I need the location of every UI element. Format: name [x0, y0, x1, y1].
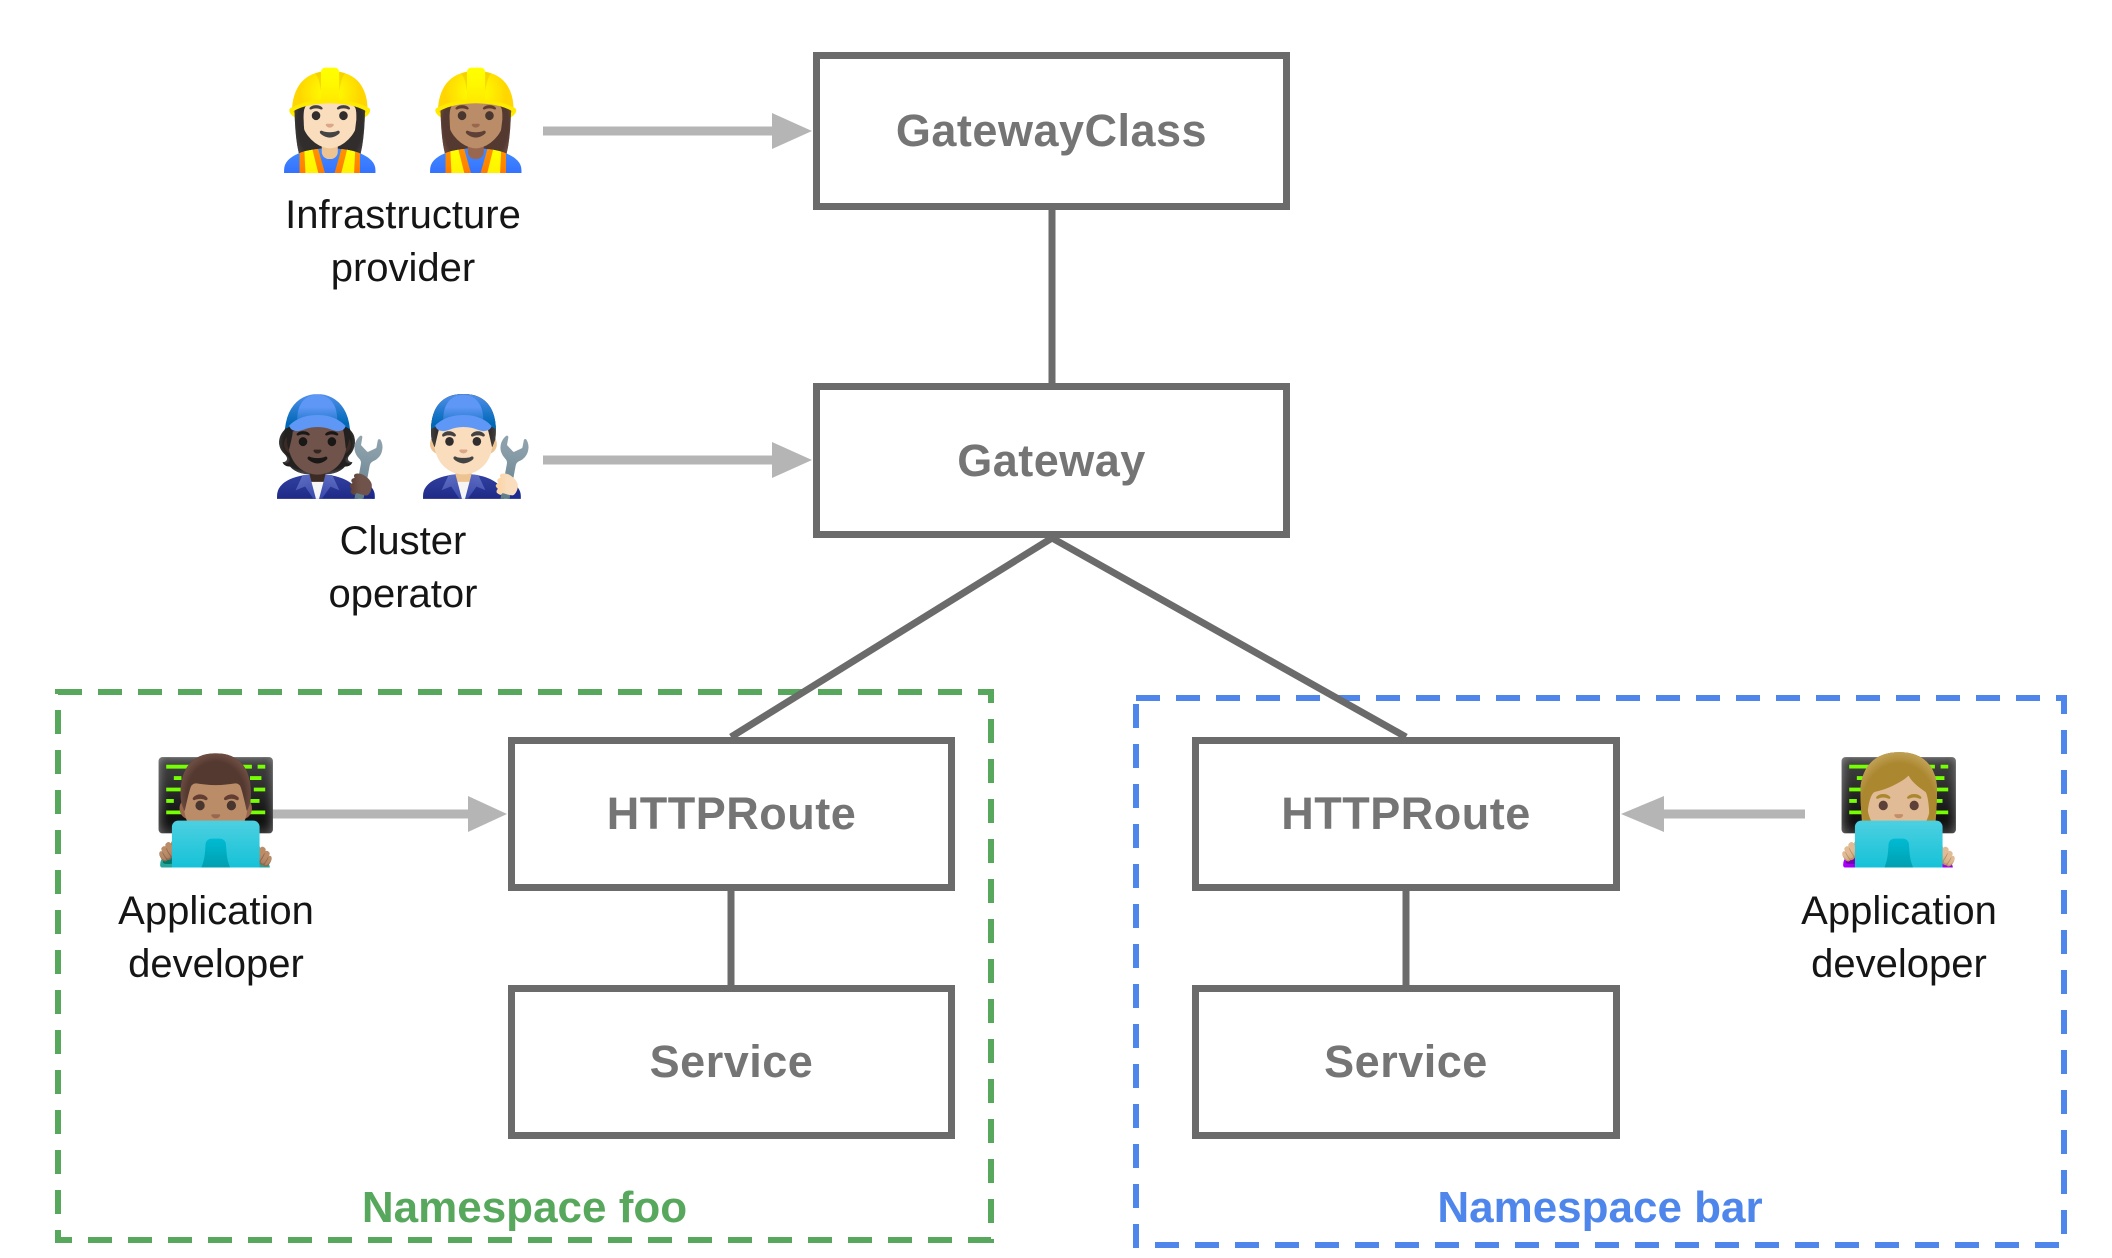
- arrow-cluster-operator-to-gateway: [543, 442, 812, 478]
- arrow-app-developer-to-httproute-foo: [270, 796, 507, 832]
- namespace-bar-label: Namespace bar: [1437, 1183, 1763, 1232]
- node-service-foo-label: Service: [649, 1036, 814, 1087]
- persona-app-developer-foo: 👨🏽‍💻 Application developer: [16, 748, 416, 990]
- persona-infrastructure-provider: 👷🏻‍♀️ 👷🏽‍♀️ Infrastructure provider: [153, 62, 653, 295]
- node-httproute-bar-label: HTTPRoute: [1281, 788, 1531, 839]
- namespace-foo-box: [55, 689, 994, 1243]
- connector-gateway-httproute-bar: [1050, 534, 1408, 741]
- node-gateway-label: Gateway: [957, 434, 1146, 486]
- node-gatewayclass-label: GatewayClass: [895, 105, 1208, 156]
- persona-infrastructure-provider-label: Infrastructure provider: [285, 193, 521, 290]
- node-httproute-foo-label: HTTPRoute: [606, 788, 857, 839]
- node-service-bar-label: Service: [1324, 1036, 1488, 1087]
- mechanic-emoji-pair: 🧑🏿‍🔧 👨🏻‍🔧: [270, 393, 536, 500]
- persona-app-developer-bar-label: Application developer: [1801, 888, 1997, 986]
- arrow-infrastructure-provider-to-gatewayclass: [543, 113, 812, 149]
- persona-cluster-operator-label: Cluster operator: [328, 519, 478, 616]
- persona-app-developer-bar: 👩🏼‍💻 Application developer: [1699, 748, 2099, 990]
- woman-technologist-emoji: 👩🏼‍💻: [1834, 753, 1964, 869]
- node-gateway: Gateway: [813, 383, 1290, 538]
- node-httproute-bar: HTTPRoute: [1192, 737, 1620, 891]
- node-service-foo: Service: [508, 985, 955, 1139]
- persona-cluster-operator: 🧑🏿‍🔧 👨🏻‍🔧 Cluster operator: [153, 388, 653, 621]
- construction-worker-emoji-pair: 👷🏻‍♀️ 👷🏽‍♀️: [270, 67, 536, 174]
- persona-app-developer-foo-label: Application developer: [118, 888, 314, 986]
- connector-gateway-httproute-foo: [729, 535, 1054, 740]
- node-httproute-foo: HTTPRoute: [508, 737, 955, 891]
- namespace-bar-box: [1133, 695, 2067, 1248]
- namespace-foo-label: Namespace foo: [361, 1183, 688, 1232]
- node-service-bar: Service: [1192, 985, 1620, 1139]
- arrow-app-developer-to-httproute-bar: [1621, 796, 1805, 832]
- node-gatewayclass: GatewayClass: [813, 52, 1290, 210]
- man-technologist-emoji: 👨🏽‍💻: [151, 753, 281, 869]
